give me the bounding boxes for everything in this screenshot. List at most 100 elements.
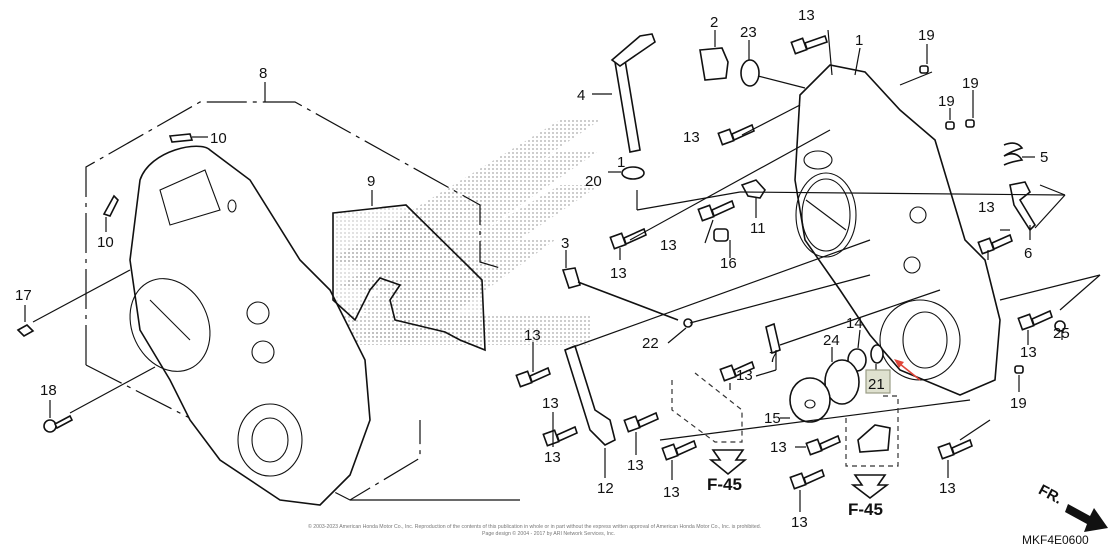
part-20-seal <box>621 166 645 180</box>
part-7-bracket <box>765 322 781 355</box>
part-25-washer <box>1054 320 1066 332</box>
front-arrow-icon <box>1065 504 1108 532</box>
f45-box-a <box>671 372 748 476</box>
part-18-screw <box>43 366 156 433</box>
direction-label: FR. <box>1036 481 1065 507</box>
callout-19[interactable]: 19 <box>938 93 955 110</box>
callout-21[interactable]: 21 <box>868 376 885 393</box>
part-5-spring <box>1003 142 1024 166</box>
bolt <box>719 360 755 382</box>
callout-3[interactable]: 3 <box>561 235 569 252</box>
callout-7[interactable]: 7 <box>769 349 777 366</box>
callout-13[interactable]: 13 <box>683 129 700 146</box>
down-arrow-icon <box>708 449 748 476</box>
reference-link-f45[interactable]: F-45 <box>707 475 742 494</box>
callout-20[interactable]: 20 <box>585 173 602 190</box>
reference-link-f45[interactable]: F-45 <box>848 500 883 519</box>
callout-13[interactable]: 13 <box>663 484 680 501</box>
bolt <box>515 366 551 388</box>
copyright-line-1: © 2003-2023 American Honda Motor Co., In… <box>308 523 761 530</box>
part-12-link <box>564 344 616 446</box>
figure-code: MKF4E0600 <box>1022 533 1089 547</box>
callout-12[interactable]: 12 <box>597 480 614 497</box>
part-6-arm <box>1009 181 1037 232</box>
bolts <box>515 34 1053 490</box>
part-10-clip-b <box>102 194 119 217</box>
dowel-pins <box>919 65 1024 374</box>
part-bracket-b <box>857 424 891 453</box>
part-17-screw <box>16 269 131 337</box>
callout-1[interactable]: 1 <box>855 32 863 49</box>
part-16-collar <box>713 228 729 242</box>
callout-13[interactable]: 13 <box>524 327 541 344</box>
front-direction-indicator: FR. <box>1036 481 1108 532</box>
callouts: 8 10 10 9 17 18 4 2 23 13 1 19 19 19 13 … <box>15 7 1070 531</box>
bolt <box>623 411 659 433</box>
part-2-plug <box>699 30 729 81</box>
callout-13[interactable]: 13 <box>978 199 995 216</box>
bolt <box>1017 309 1053 331</box>
callout-9[interactable]: 9 <box>367 173 375 190</box>
part-21-oring <box>870 344 884 364</box>
callout-1[interactable]: 1 <box>617 154 625 171</box>
callout-13[interactable]: 13 <box>610 265 627 282</box>
bolt <box>661 439 697 461</box>
part-10-clip-a <box>168 133 194 143</box>
callout-17[interactable]: 17 <box>15 287 32 304</box>
bolt <box>790 34 829 55</box>
bolt <box>789 468 825 490</box>
part-15-cap <box>789 377 831 423</box>
callout-22[interactable]: 22 <box>642 335 659 352</box>
part-3-dipstick <box>561 250 679 321</box>
callout-5[interactable]: 5 <box>1040 149 1048 166</box>
callout-13[interactable]: 13 <box>736 367 753 384</box>
callout-19[interactable]: 19 <box>962 75 979 92</box>
bolt <box>609 227 647 250</box>
part-9-plate <box>332 204 486 352</box>
copyright-line-2: Page design © 2004 - 2017 by ARI Network… <box>482 530 615 537</box>
callout-13[interactable]: 13 <box>939 480 956 497</box>
bolt <box>697 199 735 222</box>
callout-19[interactable]: 19 <box>918 27 935 44</box>
red-arrow-icon <box>894 359 921 381</box>
bolt <box>805 434 841 456</box>
bolt <box>937 438 973 460</box>
callout-13[interactable]: 13 <box>770 439 787 456</box>
bolt <box>717 123 755 146</box>
callout-13[interactable]: 13 <box>542 395 559 412</box>
callout-10[interactable]: 10 <box>97 234 114 251</box>
callout-10[interactable]: 10 <box>210 130 227 147</box>
bolt <box>977 233 1013 255</box>
callout-13[interactable]: 13 <box>1020 344 1037 361</box>
callout-4[interactable]: 4 <box>577 87 585 104</box>
part-1-cover <box>794 64 1001 396</box>
down-arrow-icon <box>850 474 890 500</box>
part-11-bracket <box>740 179 766 199</box>
part-4-shaft <box>592 33 656 153</box>
highlight-box <box>865 369 891 394</box>
callout-15[interactable]: 15 <box>764 410 781 427</box>
callout-24[interactable]: 24 <box>823 332 840 349</box>
callout-14[interactable]: 14 <box>846 315 863 332</box>
callout-18[interactable]: 18 <box>40 382 57 399</box>
callout-6[interactable]: 6 <box>1024 245 1032 262</box>
part-8-cover <box>129 145 371 506</box>
callout-19[interactable]: 19 <box>1010 395 1027 412</box>
callout-13[interactable]: 13 <box>791 514 808 531</box>
callout-25[interactable]: 25 <box>1053 325 1070 342</box>
callout-13[interactable]: 13 <box>660 237 677 254</box>
callout-11[interactable]: 11 <box>750 220 766 237</box>
bolt <box>542 425 578 447</box>
callout-13[interactable]: 13 <box>627 457 644 474</box>
f45-box-b <box>845 395 899 500</box>
part-24-oring <box>824 359 860 405</box>
callout-23[interactable]: 23 <box>740 24 757 41</box>
part-23-oring <box>740 40 806 89</box>
callout-13[interactable]: 13 <box>798 7 815 24</box>
callout-13[interactable]: 13 <box>544 449 561 466</box>
callout-16[interactable]: 16 <box>720 255 737 272</box>
callout-2[interactable]: 2 <box>710 14 718 31</box>
callout-8[interactable]: 8 <box>259 65 267 82</box>
leader-lines <box>350 29 1101 512</box>
